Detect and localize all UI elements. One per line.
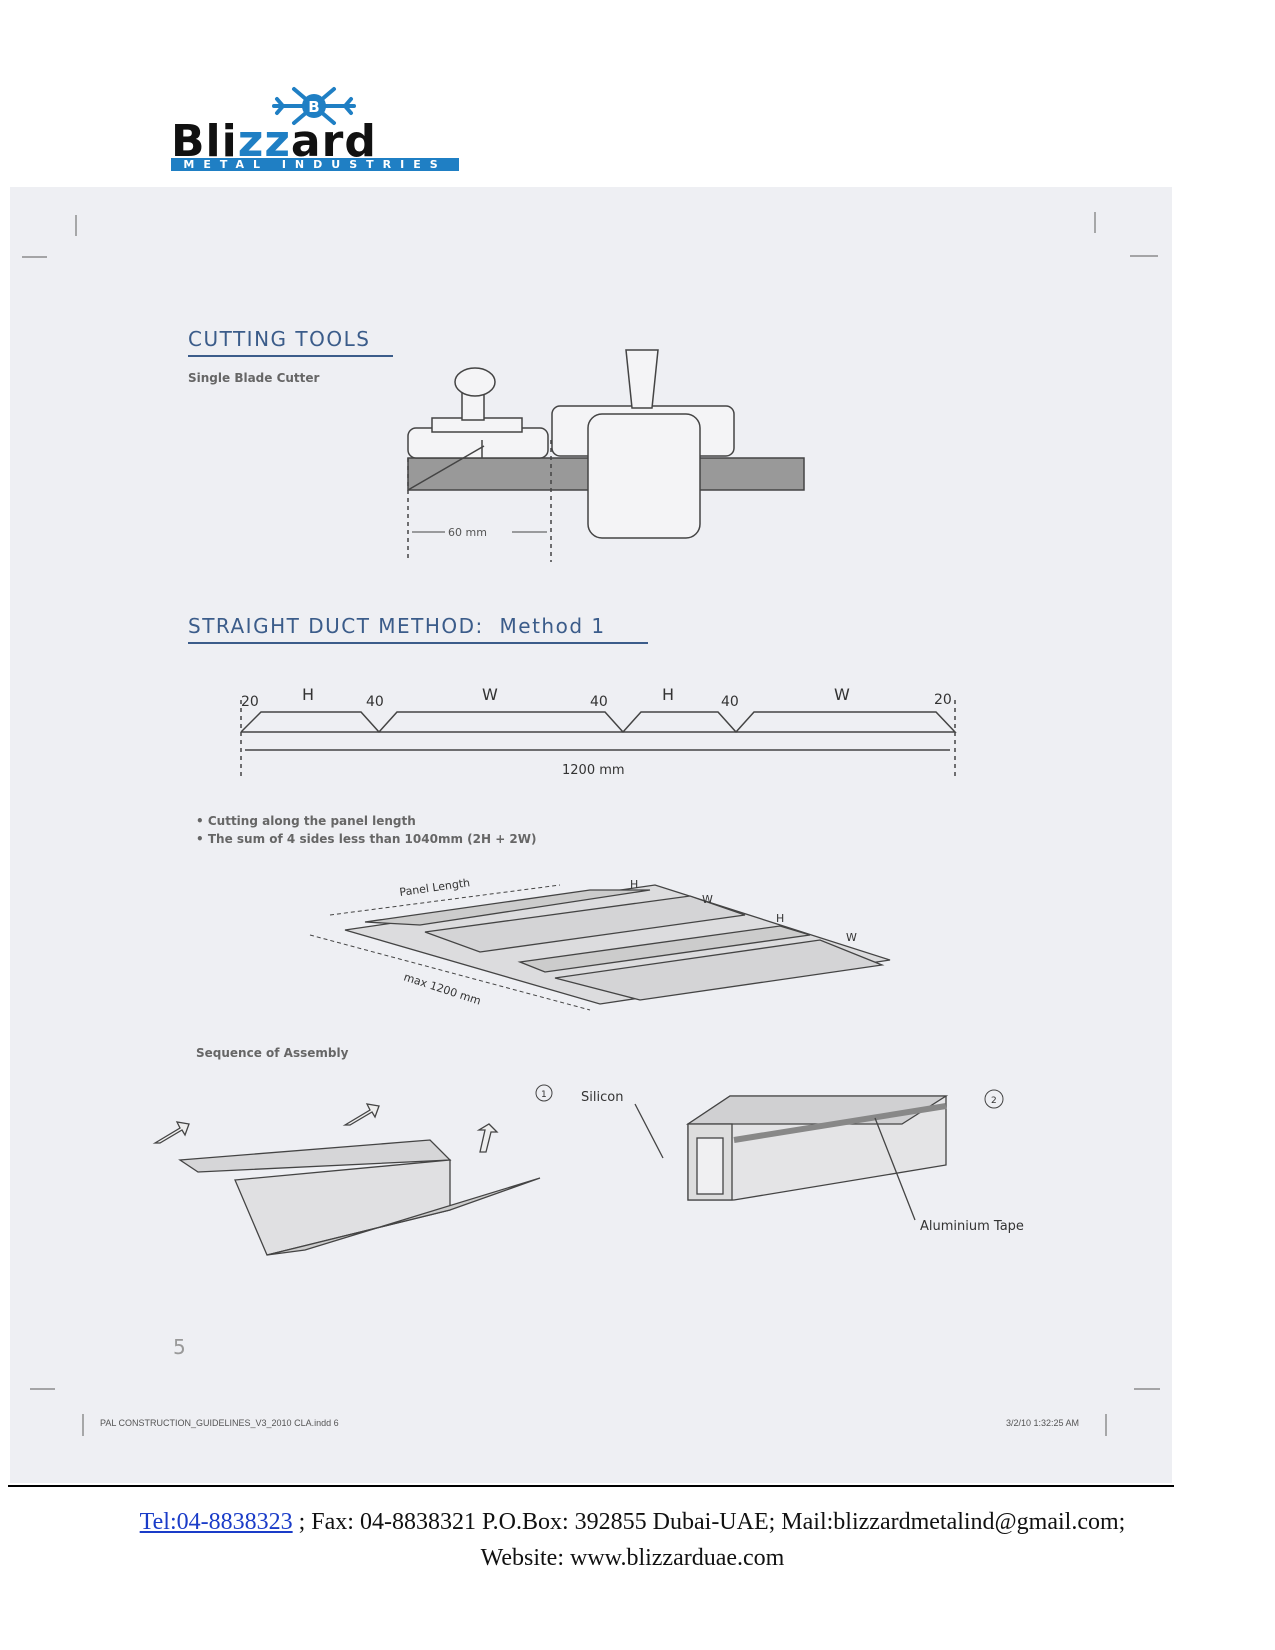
print-file-name: PAL CONSTRUCTION_GUIDELINES_V3_2010 CLA.… [100,1418,339,1428]
scanned-page [10,187,1172,1483]
logo-wordmark: Blizzard [171,116,377,167]
sequence-heading: Sequence of Assembly [196,1046,349,1060]
svg-text:1200 mm: 1200 mm [562,763,625,778]
svg-text:W: W [834,685,850,704]
svg-text:max 1200 mm: max 1200 mm [402,970,482,1007]
company-logo: B Blizzard METAL INDUSTRIES [171,86,461,172]
panel-profile-drawing [240,700,957,780]
svg-text:H: H [776,912,784,925]
cutting-tools-heading: CUTTING TOOLS [188,327,371,351]
profile-labels: 20 H 40 W 40 H 40 W 20 1200 mm [241,685,952,778]
tel-link[interactable]: Tel:04-8838323 [139,1509,293,1535]
svg-text:W: W [482,685,498,704]
svg-text:W: W [846,931,857,944]
svg-text:B: B [308,98,319,116]
bullet-text: Cutting along the panel length [207,814,416,828]
bullet-2: • The sum of 4 sides less than 1040mm (2… [196,832,537,846]
svg-text:20: 20 [934,692,952,708]
crop-marks [22,212,1160,1436]
svg-text:40: 40 [590,694,608,710]
print-timestamp: 3/2/10 1:32:25 AM [1006,1418,1080,1428]
silicon-label: Silicon [581,1090,623,1105]
svg-text:H: H [662,685,674,704]
bullet-1: • Cutting along the panel length [196,814,416,828]
assembly-step1-drawing [152,1103,541,1256]
aluminium-tape-label: Aluminium Tape [920,1219,1024,1234]
straight-duct-heading: STRAIGHT DUCT METHOD: Method 1 [188,614,606,638]
bullet-text: The sum of 4 sides less than 1040mm (2H … [207,832,537,846]
svg-text:1: 1 [541,1090,547,1100]
footer-divider [8,1485,1174,1487]
snowflake-icon: B [272,87,356,125]
svg-text:H: H [630,878,638,891]
svg-text:H: H [302,685,314,704]
svg-text:Panel Length: Panel Length [399,876,471,899]
svg-text:2: 2 [991,1096,997,1106]
single-blade-cutter-drawing [407,349,805,539]
page-number: 5 [173,1335,186,1359]
panel-length-drawing [344,884,891,1005]
assembly-step2-drawing [634,1095,949,1221]
contact-line: Tel:04-8838323 ; Fax: 04-8838321 P.O.Box… [0,1509,1265,1536]
contact-details: ; Fax: 04-8838321 P.O.Box: 392855 Dubai-… [292,1509,1126,1535]
svg-text:20: 20 [241,694,259,710]
website-line: Website: www.blizzarduae.com [480,1545,785,1571]
svg-text:W: W [702,893,713,906]
svg-text:40: 40 [366,694,384,710]
cutter-dimension-label: 60 mm [448,526,487,539]
logo-tagline: METAL INDUSTRIES [171,158,459,171]
single-blade-cutter-label: Single Blade Cutter [188,371,320,385]
svg-text:40: 40 [721,694,739,710]
